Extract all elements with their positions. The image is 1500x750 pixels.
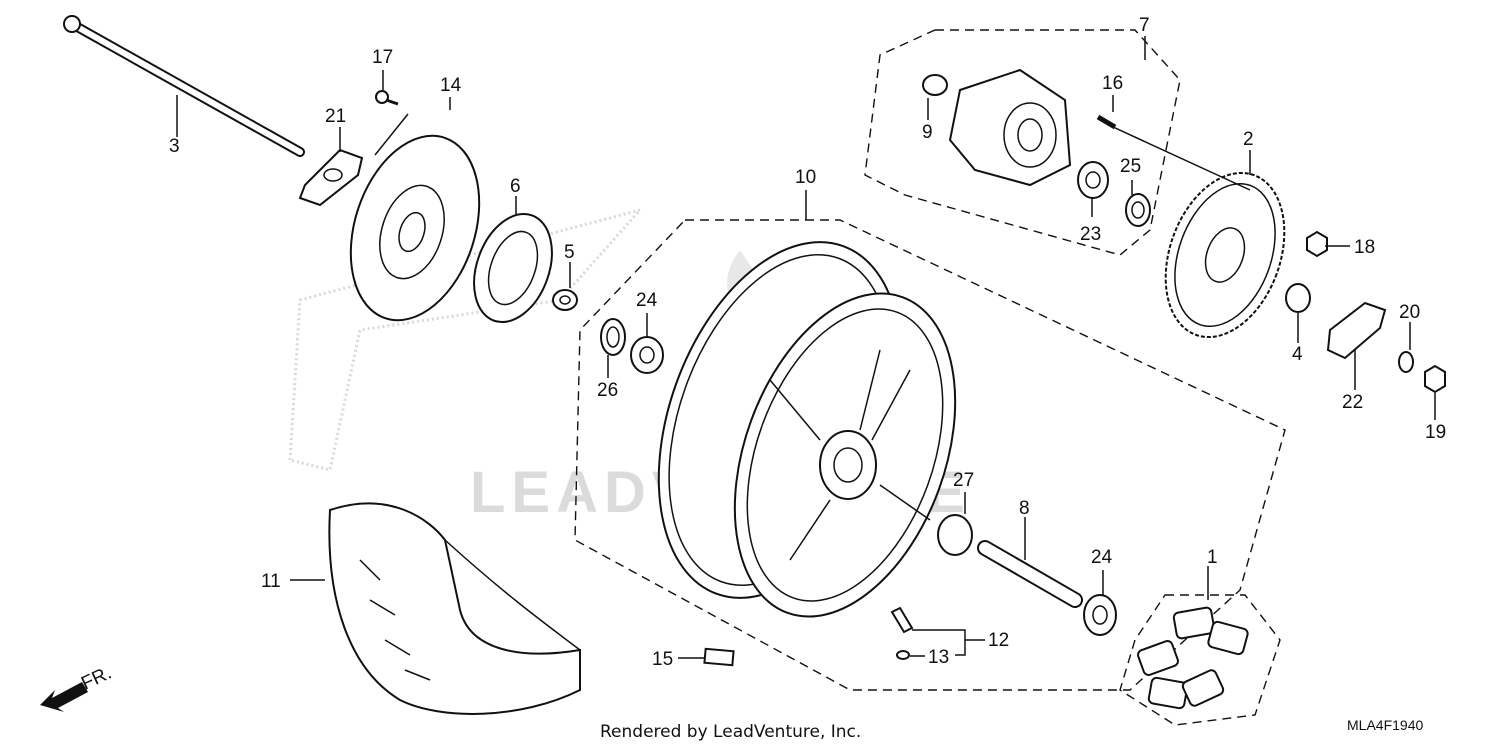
axle — [63, 15, 305, 157]
diagram-code: MLA4F1940 — [1347, 717, 1423, 733]
callout-11: 11 — [261, 571, 281, 592]
callout-10: 10 — [795, 167, 816, 188]
leader-lines — [176, 36, 1436, 659]
o-ring — [937, 514, 973, 556]
right-adjuster-plate — [1326, 301, 1387, 360]
dust-seal — [473, 212, 553, 324]
left-bearing — [630, 336, 664, 374]
callout-24-right: 24 — [1091, 547, 1113, 568]
callout-16: 16 — [1102, 73, 1123, 94]
hub-cap — [922, 74, 948, 96]
callout-7: 7 — [1139, 15, 1150, 36]
callout-5: 5 — [564, 242, 575, 263]
driven-flange-hub — [948, 68, 1072, 187]
side-collar — [552, 289, 578, 311]
callout-8: 8 — [1019, 498, 1030, 519]
hub-stud — [1096, 114, 1117, 130]
driven-sprocket — [1164, 171, 1286, 339]
callout-4: 4 — [1292, 344, 1303, 365]
rear-wheel — [657, 241, 957, 618]
balance-weight — [703, 647, 735, 667]
callout-3: 3 — [169, 136, 180, 157]
callout-20: 20 — [1399, 302, 1420, 323]
callout-23: 23 — [1080, 224, 1101, 245]
callout-19: 19 — [1425, 422, 1446, 443]
callout-14: 14 — [440, 75, 462, 96]
callout-22: 22 — [1342, 392, 1363, 413]
callout-17: 17 — [372, 47, 393, 68]
callout-13: 13 — [928, 647, 949, 668]
footer-credit: Rendered by LeadVenture, Inc. — [600, 722, 861, 742]
callout-9: 9 — [922, 122, 933, 143]
sprocket-nut — [1306, 230, 1328, 258]
distance-collar — [977, 540, 1083, 608]
right-bearing — [1083, 594, 1117, 636]
hub-seal — [1125, 193, 1151, 227]
callout-26: 26 — [597, 380, 618, 401]
callout-21: 21 — [325, 106, 346, 127]
callout-1: 1 — [1207, 547, 1218, 568]
wheel-damper-rubbers — [1137, 606, 1249, 710]
damper-assembly-boundary — [1119, 594, 1281, 726]
callout-6: 6 — [510, 176, 521, 197]
callout-12: 12 — [988, 630, 1009, 651]
front-direction-arrow: FR. — [40, 663, 115, 712]
callout-27: 27 — [953, 470, 974, 491]
rear-tire — [328, 502, 581, 715]
callout-labels: 1 2 3 4 5 6 7 8 9 10 11 12 13 14 15 16 1… — [169, 15, 1446, 670]
axle-nut — [1424, 364, 1446, 394]
disc-bolt — [375, 90, 399, 106]
callout-25: 25 — [1120, 156, 1141, 177]
callout-15: 15 — [652, 649, 673, 670]
brake-disc — [349, 134, 481, 322]
left-oil-seal — [600, 318, 626, 356]
callout-18: 18 — [1354, 237, 1375, 258]
callout-2: 2 — [1243, 129, 1254, 150]
hub-bearing — [1077, 161, 1109, 199]
right-collar — [1285, 283, 1311, 313]
left-adjuster-plate — [298, 148, 364, 207]
tire-valve — [890, 606, 914, 660]
callout-24-left: 24 — [636, 290, 658, 311]
axle-washer — [1398, 351, 1414, 373]
wheel-assembly-boundary — [574, 219, 1286, 691]
